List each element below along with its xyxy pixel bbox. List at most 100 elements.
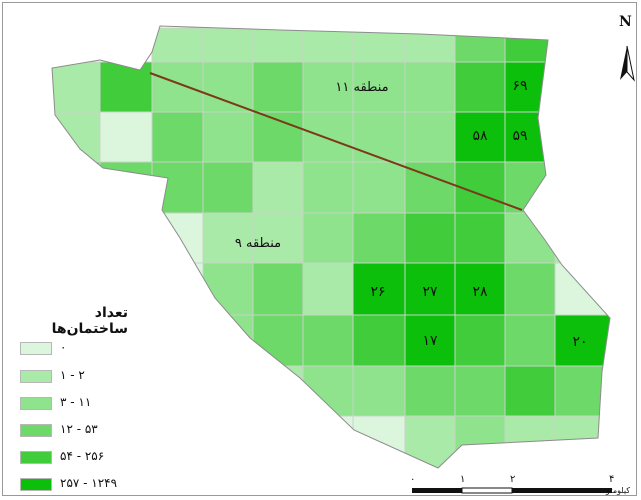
map-cell [352, 365, 406, 417]
map-cell [554, 27, 610, 63]
map-cell [99, 365, 153, 417]
block-label: ۵۹ [512, 128, 527, 144]
map-cell [352, 111, 406, 163]
map-cell [554, 415, 610, 468]
map-cell [504, 262, 556, 316]
map-cell [151, 27, 204, 63]
map-cell [454, 61, 506, 113]
map-cell [52, 61, 101, 113]
map-cell [302, 161, 354, 214]
map-cell [454, 314, 506, 367]
map-cell [302, 212, 354, 264]
legend-swatch [20, 370, 52, 383]
map-cell [202, 61, 254, 113]
map-cell [404, 61, 456, 113]
block-label: ۲۶ [370, 284, 385, 300]
block-label: ۲۸ [472, 284, 488, 300]
block-label: ۲۷ [422, 284, 438, 300]
map-cell [554, 111, 610, 163]
map-cell [151, 262, 204, 316]
legend-swatch [20, 478, 52, 491]
map-cell [151, 161, 204, 214]
map-cell [554, 161, 610, 214]
map-cell [59, 161, 101, 176]
map-cell [252, 27, 304, 63]
map-cell [202, 27, 254, 63]
district-boundary-line [149, 72, 523, 211]
scale-bar [412, 487, 612, 494]
map-cell [554, 314, 610, 367]
map-cell [454, 212, 506, 264]
map-cell [454, 262, 506, 316]
map-cell [202, 314, 254, 367]
scale-tick: ۰ [410, 474, 416, 485]
map-cell [504, 161, 556, 214]
map-cell [151, 111, 204, 163]
map-cell [151, 61, 204, 113]
scale-tick: ۴ [609, 474, 615, 485]
map-cell [99, 161, 153, 214]
map-cell [252, 161, 304, 214]
map-cell [404, 27, 456, 63]
map-cell [504, 415, 556, 468]
map-cell [554, 61, 610, 113]
map-cell [404, 415, 456, 468]
map-cell [302, 262, 354, 316]
legend-title: تعداد ساختمان‌ها [51, 305, 128, 337]
map-cell [52, 111, 101, 163]
map-cell [252, 212, 304, 264]
map-cell [554, 262, 610, 316]
map-cell [202, 161, 254, 214]
block-label: ۲۰ [572, 334, 587, 350]
legend-swatch [20, 424, 52, 437]
block-label: ۶۹ [512, 78, 527, 94]
map-cell [151, 314, 204, 367]
map-cell [252, 365, 304, 417]
legend-swatch [20, 451, 52, 464]
map-cell [352, 415, 406, 468]
map-cell [404, 365, 456, 417]
map-cell [151, 365, 204, 417]
map-frame [2, 2, 637, 496]
map-cell [504, 365, 556, 417]
scale-unit: کیلومتر [606, 486, 631, 495]
map-cell [202, 262, 254, 316]
map-cell [202, 415, 254, 468]
grid-cells [52, 27, 610, 468]
map-cell [352, 161, 406, 214]
block-label: ۱۷ [422, 333, 438, 349]
region-outline [51, 25, 611, 469]
legend-label: ۰ [60, 340, 67, 354]
scale-tick: ۱ [460, 474, 466, 485]
map-cell [302, 365, 354, 417]
legend-label: ۱ - ۲ [60, 368, 85, 382]
map-cell [504, 212, 556, 264]
scale-tick: ۲ [510, 474, 516, 485]
map-cell [352, 212, 406, 264]
map-cell [454, 27, 506, 63]
legend-label: ۵۴ - ۲۵۶ [60, 449, 105, 463]
map-cell [99, 61, 153, 113]
map-cell [352, 262, 406, 316]
map-cell [151, 415, 204, 468]
map-cell [302, 111, 354, 163]
legend-swatch [20, 397, 52, 410]
district-label: منطقه ۹ [235, 236, 281, 251]
map-cell [99, 415, 153, 468]
map-cell [454, 365, 506, 417]
map-cell [151, 212, 204, 264]
map-cell [554, 212, 610, 264]
district-label: منطقه ۱۱ [335, 80, 388, 95]
map-cell [99, 111, 153, 163]
map-cell [202, 111, 254, 163]
map-cell [302, 415, 354, 468]
map-cell [352, 314, 406, 367]
north-arrow-icon [620, 45, 635, 82]
map-cell [252, 262, 304, 316]
map-cell [454, 111, 506, 163]
map-cell [504, 314, 556, 367]
map-cell [202, 212, 254, 264]
legend-label: ۳ - ۱۱ [60, 395, 92, 409]
